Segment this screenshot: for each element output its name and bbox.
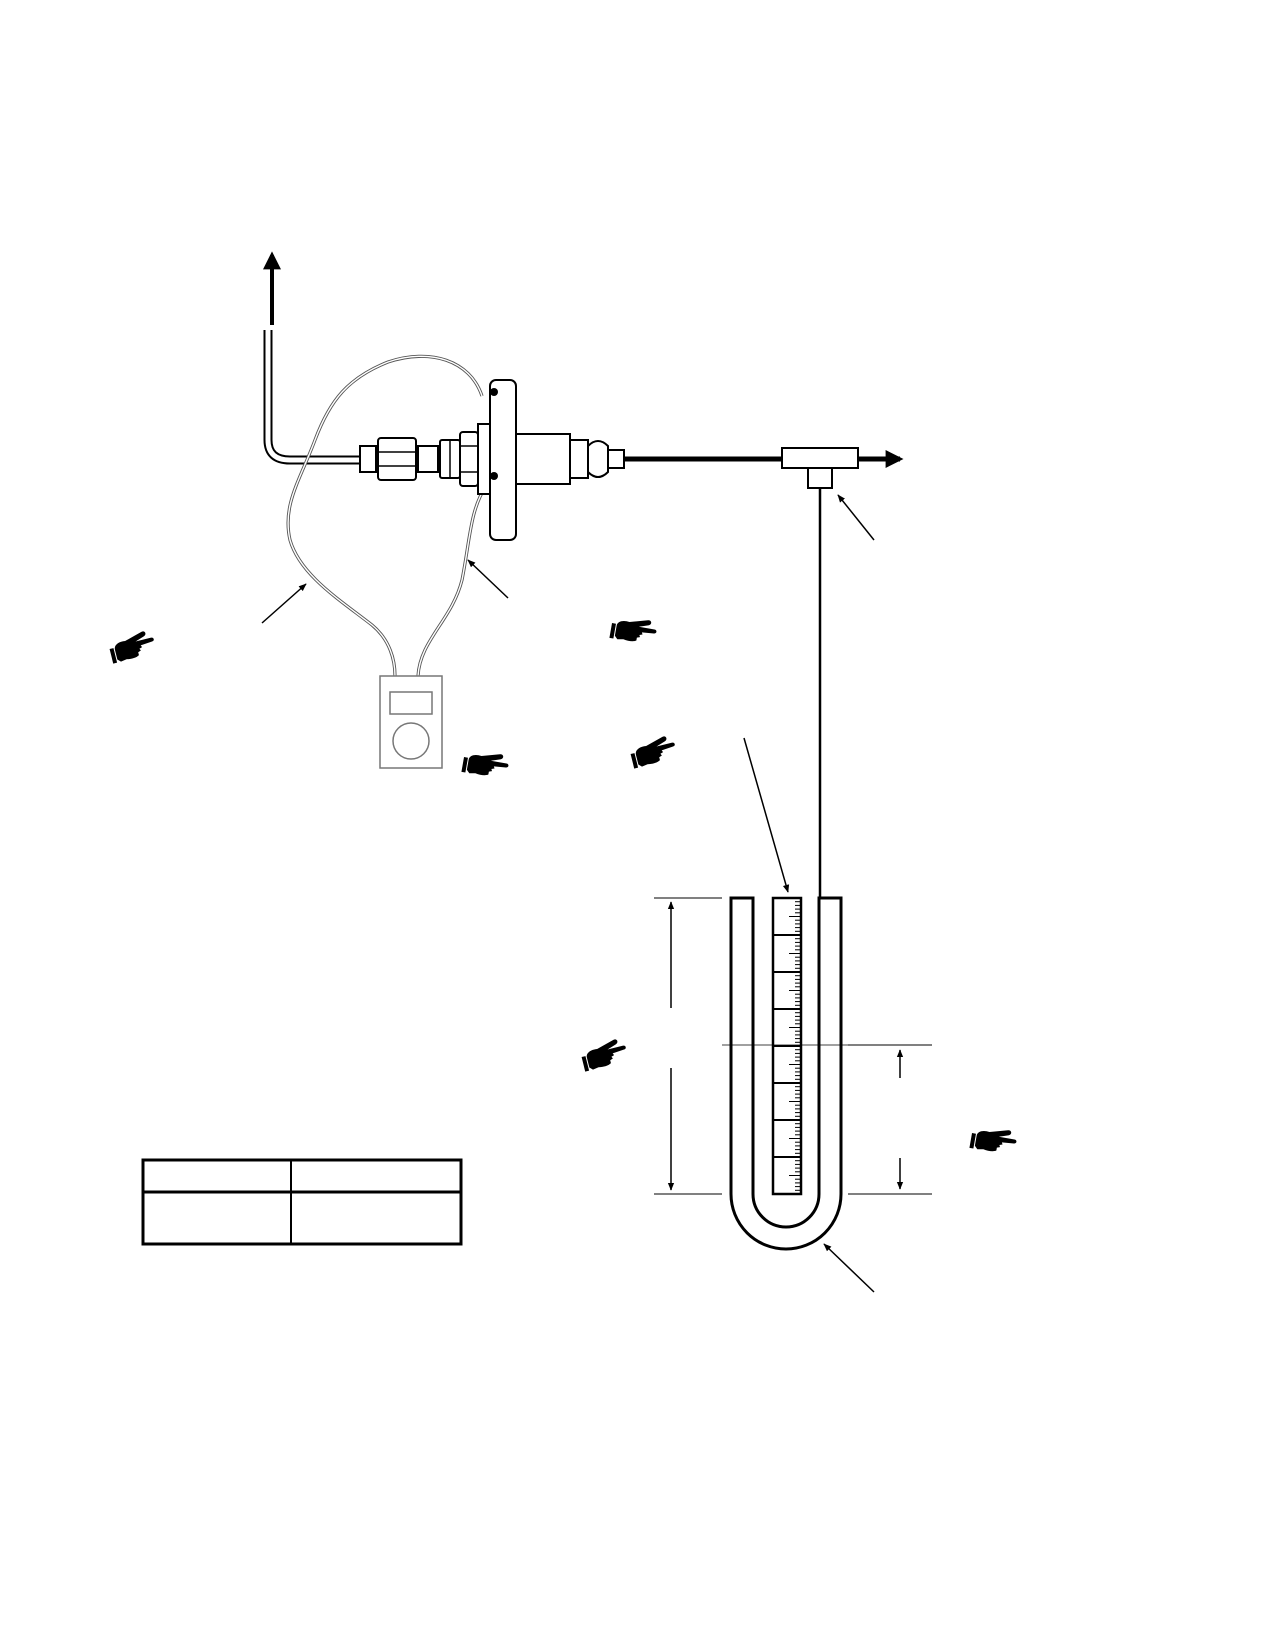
reference-table [141,1158,463,1246]
dimension-lines [654,897,932,1195]
manometer-scale [771,896,803,1196]
tee-fitting [781,447,859,489]
u-tube-manometer [729,896,843,1251]
thermocouple-lead-wires [286,354,488,677]
pilot-valve-assembly [359,379,625,541]
leader-arrows [261,494,875,1293]
outlet-tube [263,251,360,465]
millivolt-meter [379,675,443,769]
pointing-hand-icon [107,614,1019,1156]
